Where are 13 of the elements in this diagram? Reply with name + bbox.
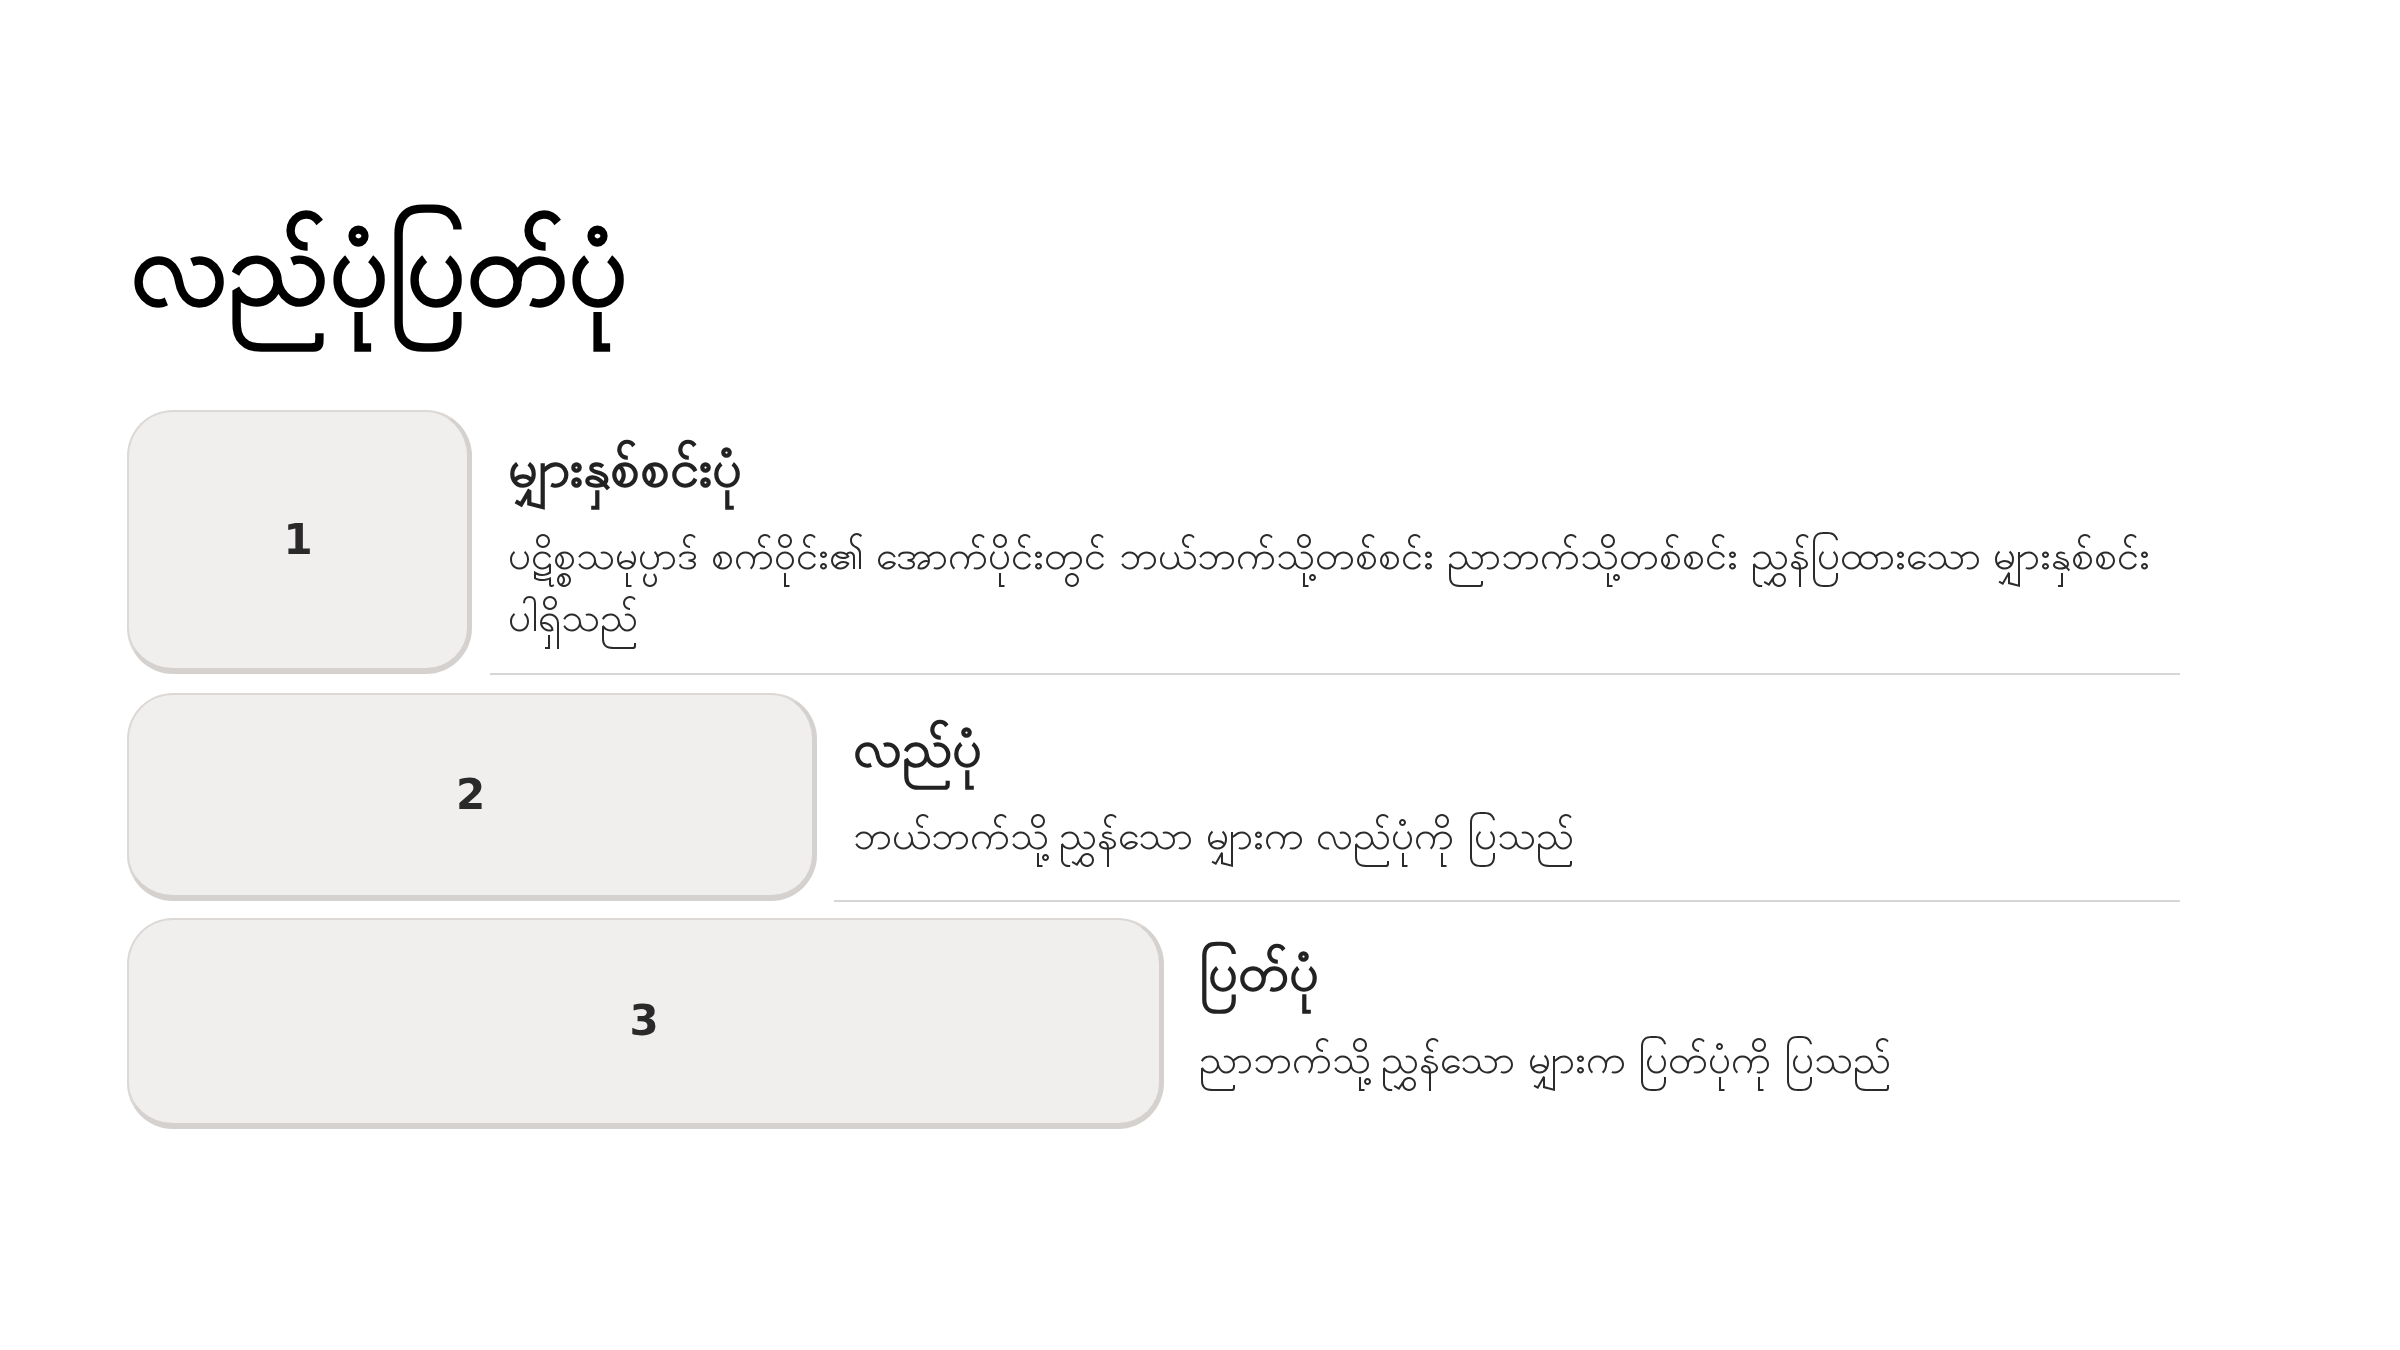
- step-card: [127, 693, 817, 901]
- step-description: ညာဘက်သို့ညွှန်သော မျှားက ပြတ်ပုံကို ပြသည်: [1197, 1026, 2159, 1104]
- step-heading: လည်ပုံ: [851, 706, 988, 799]
- step-number: 1: [283, 513, 313, 566]
- step-heading: မျှားနှစ်စင်းပုံ: [506, 426, 748, 519]
- step-heading: ပြတ်ပုံ: [1197, 930, 1325, 1023]
- step-number: 2: [455, 768, 486, 821]
- step-card: [127, 410, 472, 674]
- step-description: ပဋိစ္စသမုပ္ပာဒ် စက်ဝိုင်း၏ အောက်ပိုင်းတွင် ဘယ်ဘက်သို့တစ်စင်း ညာဘက်သို့တစ်စင်း ညွှန်ပြထားသော မျှားနှစ်စင်း ပါရှိသည်: [506, 522, 2168, 662]
- step-number: 3: [629, 995, 659, 1048]
- title: လည်ပုံပြတ်ပုံ: [126, 190, 636, 376]
- step-card: [127, 918, 1164, 1129]
- step-description: ဘယ်ဘက်သို့ညွှန်သော မျှားက လည်ပုံကို ပြသည်: [851, 802, 2153, 880]
